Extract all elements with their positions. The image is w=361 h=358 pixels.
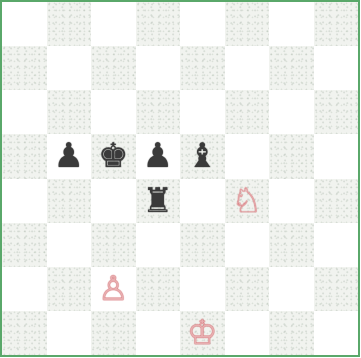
square-g4[interactable] <box>269 179 314 223</box>
square-a3[interactable] <box>2 223 47 267</box>
square-h3[interactable] <box>314 223 359 267</box>
square-c2[interactable]: ♙ <box>91 267 136 311</box>
square-f6[interactable] <box>225 90 270 134</box>
square-b7[interactable] <box>47 46 92 90</box>
square-a5[interactable] <box>2 134 47 178</box>
square-h6[interactable] <box>314 90 359 134</box>
square-d4[interactable]: ♜ <box>136 179 181 223</box>
red-pawn-icon[interactable]: ♙ <box>91 267 136 311</box>
square-e2[interactable] <box>180 267 225 311</box>
square-b5[interactable]: ♟ <box>47 134 92 178</box>
square-e8[interactable] <box>180 2 225 46</box>
square-g3[interactable] <box>269 223 314 267</box>
square-f2[interactable] <box>225 267 270 311</box>
square-d2[interactable] <box>136 267 181 311</box>
square-e5[interactable]: ♝ <box>180 134 225 178</box>
square-g6[interactable] <box>269 90 314 134</box>
square-c6[interactable] <box>91 90 136 134</box>
square-a6[interactable] <box>2 90 47 134</box>
square-f4[interactable]: ♘ <box>225 179 270 223</box>
square-c1[interactable] <box>91 311 136 355</box>
square-b8[interactable] <box>47 2 92 46</box>
square-c7[interactable] <box>91 46 136 90</box>
square-d8[interactable] <box>136 2 181 46</box>
square-h1[interactable] <box>314 311 359 355</box>
black-king-icon[interactable]: ♚ <box>91 134 136 178</box>
square-e3[interactable] <box>180 223 225 267</box>
square-h7[interactable] <box>314 46 359 90</box>
square-d3[interactable] <box>136 223 181 267</box>
red-knight-icon[interactable]: ♘ <box>225 179 270 223</box>
square-c5[interactable]: ♚ <box>91 134 136 178</box>
square-b2[interactable] <box>47 267 92 311</box>
square-f8[interactable] <box>225 2 270 46</box>
square-e1[interactable]: ♔ <box>180 311 225 355</box>
square-b4[interactable] <box>47 179 92 223</box>
square-c8[interactable] <box>91 2 136 46</box>
square-b3[interactable] <box>47 223 92 267</box>
square-g8[interactable] <box>269 2 314 46</box>
red-king-icon[interactable]: ♔ <box>180 311 225 355</box>
square-d6[interactable] <box>136 90 181 134</box>
black-pawn-icon[interactable]: ♟ <box>47 134 92 178</box>
square-b1[interactable] <box>47 311 92 355</box>
square-f7[interactable] <box>225 46 270 90</box>
square-h4[interactable] <box>314 179 359 223</box>
square-d1[interactable] <box>136 311 181 355</box>
square-f1[interactable] <box>225 311 270 355</box>
square-f3[interactable] <box>225 223 270 267</box>
square-d5[interactable]: ♟ <box>136 134 181 178</box>
square-b6[interactable] <box>47 90 92 134</box>
square-g1[interactable] <box>269 311 314 355</box>
square-d7[interactable] <box>136 46 181 90</box>
black-bishop-icon[interactable]: ♝ <box>180 134 225 178</box>
square-a2[interactable] <box>2 267 47 311</box>
square-c4[interactable] <box>91 179 136 223</box>
square-g5[interactable] <box>269 134 314 178</box>
square-e4[interactable] <box>180 179 225 223</box>
black-pawn-icon[interactable]: ♟ <box>136 134 181 178</box>
square-h5[interactable] <box>314 134 359 178</box>
square-a1[interactable] <box>2 311 47 355</box>
square-g7[interactable] <box>269 46 314 90</box>
square-e6[interactable] <box>180 90 225 134</box>
black-rook-icon[interactable]: ♜ <box>136 179 181 223</box>
square-e7[interactable] <box>180 46 225 90</box>
square-a7[interactable] <box>2 46 47 90</box>
square-c3[interactable] <box>91 223 136 267</box>
square-g2[interactable] <box>269 267 314 311</box>
square-a4[interactable] <box>2 179 47 223</box>
square-a8[interactable] <box>2 2 47 46</box>
square-h8[interactable] <box>314 2 359 46</box>
square-h2[interactable] <box>314 267 359 311</box>
square-f5[interactable] <box>225 134 270 178</box>
